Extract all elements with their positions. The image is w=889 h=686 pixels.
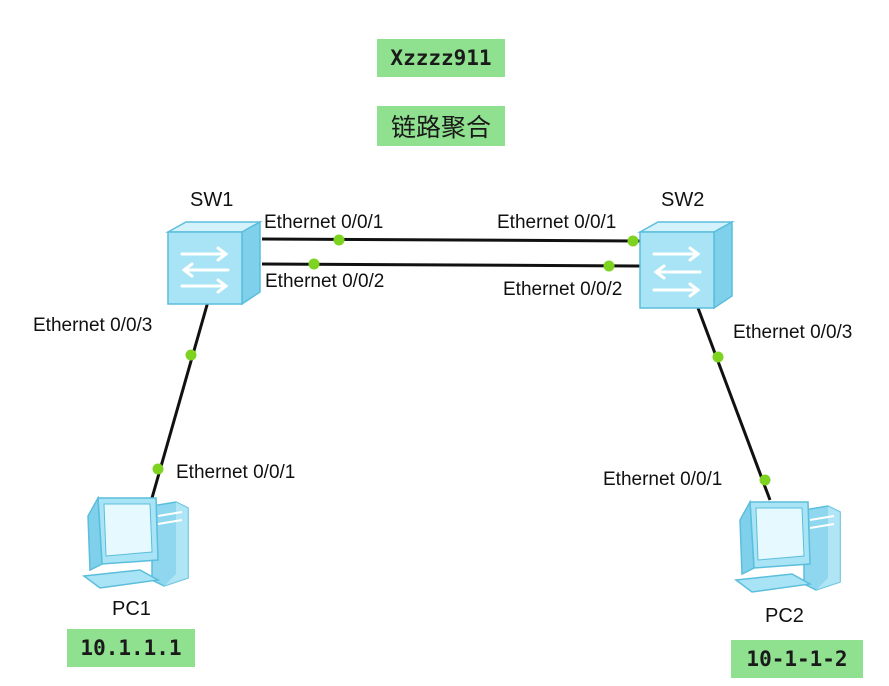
port-dot-sw2-e001[interactable] <box>627 235 639 247</box>
port-label-sw1-e001: Ethernet 0/0/1 <box>264 212 384 233</box>
pc2-ip-tag: 10-1-1-2 <box>731 640 863 678</box>
sw1-name: SW1 <box>190 189 234 211</box>
pc1-ip-tag: 10.1.1.1 <box>67 629 195 667</box>
pc1-name: PC1 <box>112 598 151 620</box>
port-dot-sw1-e003[interactable] <box>185 349 197 361</box>
title-tag: 链路聚合 <box>377 106 505 146</box>
port-dot-sw1-e001[interactable] <box>333 234 345 246</box>
link-sw1-pc1[interactable] <box>150 297 211 499</box>
port-label-sw2-e002: Ethernet 0/0/2 <box>503 279 623 300</box>
link-sw1-sw2-port2[interactable] <box>261 262 641 268</box>
author-tag: Xzzzz911 <box>377 39 505 77</box>
port-dot-sw2-e002[interactable] <box>603 260 615 272</box>
port-label-sw2-e001: Ethernet 0/0/1 <box>497 212 617 233</box>
port-dot-pc2-e001[interactable] <box>759 474 771 486</box>
pc-icon[interactable] <box>82 495 189 589</box>
port-label-sw1-e003: Ethernet 0/0/3 <box>33 315 153 336</box>
sw2-name: SW2 <box>661 189 705 211</box>
pc-icon[interactable] <box>734 499 841 593</box>
port-dot-pc1-e001[interactable] <box>152 463 164 475</box>
port-label-pc2-e001: Ethernet 0/0/1 <box>603 469 723 490</box>
port-label-pc1-e001: Ethernet 0/0/1 <box>176 462 296 483</box>
port-dot-sw1-e002[interactable] <box>308 258 320 270</box>
switch-icon[interactable] <box>637 220 735 310</box>
link-sw2-pc2[interactable] <box>696 307 772 501</box>
port-label-sw2-e003: Ethernet 0/0/3 <box>733 322 853 343</box>
pc2-name: PC2 <box>765 605 804 627</box>
port-label-sw1-e002: Ethernet 0/0/2 <box>265 271 385 292</box>
link-sw1-sw2-port1[interactable] <box>261 237 641 243</box>
port-dot-sw2-e003[interactable] <box>712 351 724 363</box>
switch-icon[interactable] <box>165 220 263 306</box>
